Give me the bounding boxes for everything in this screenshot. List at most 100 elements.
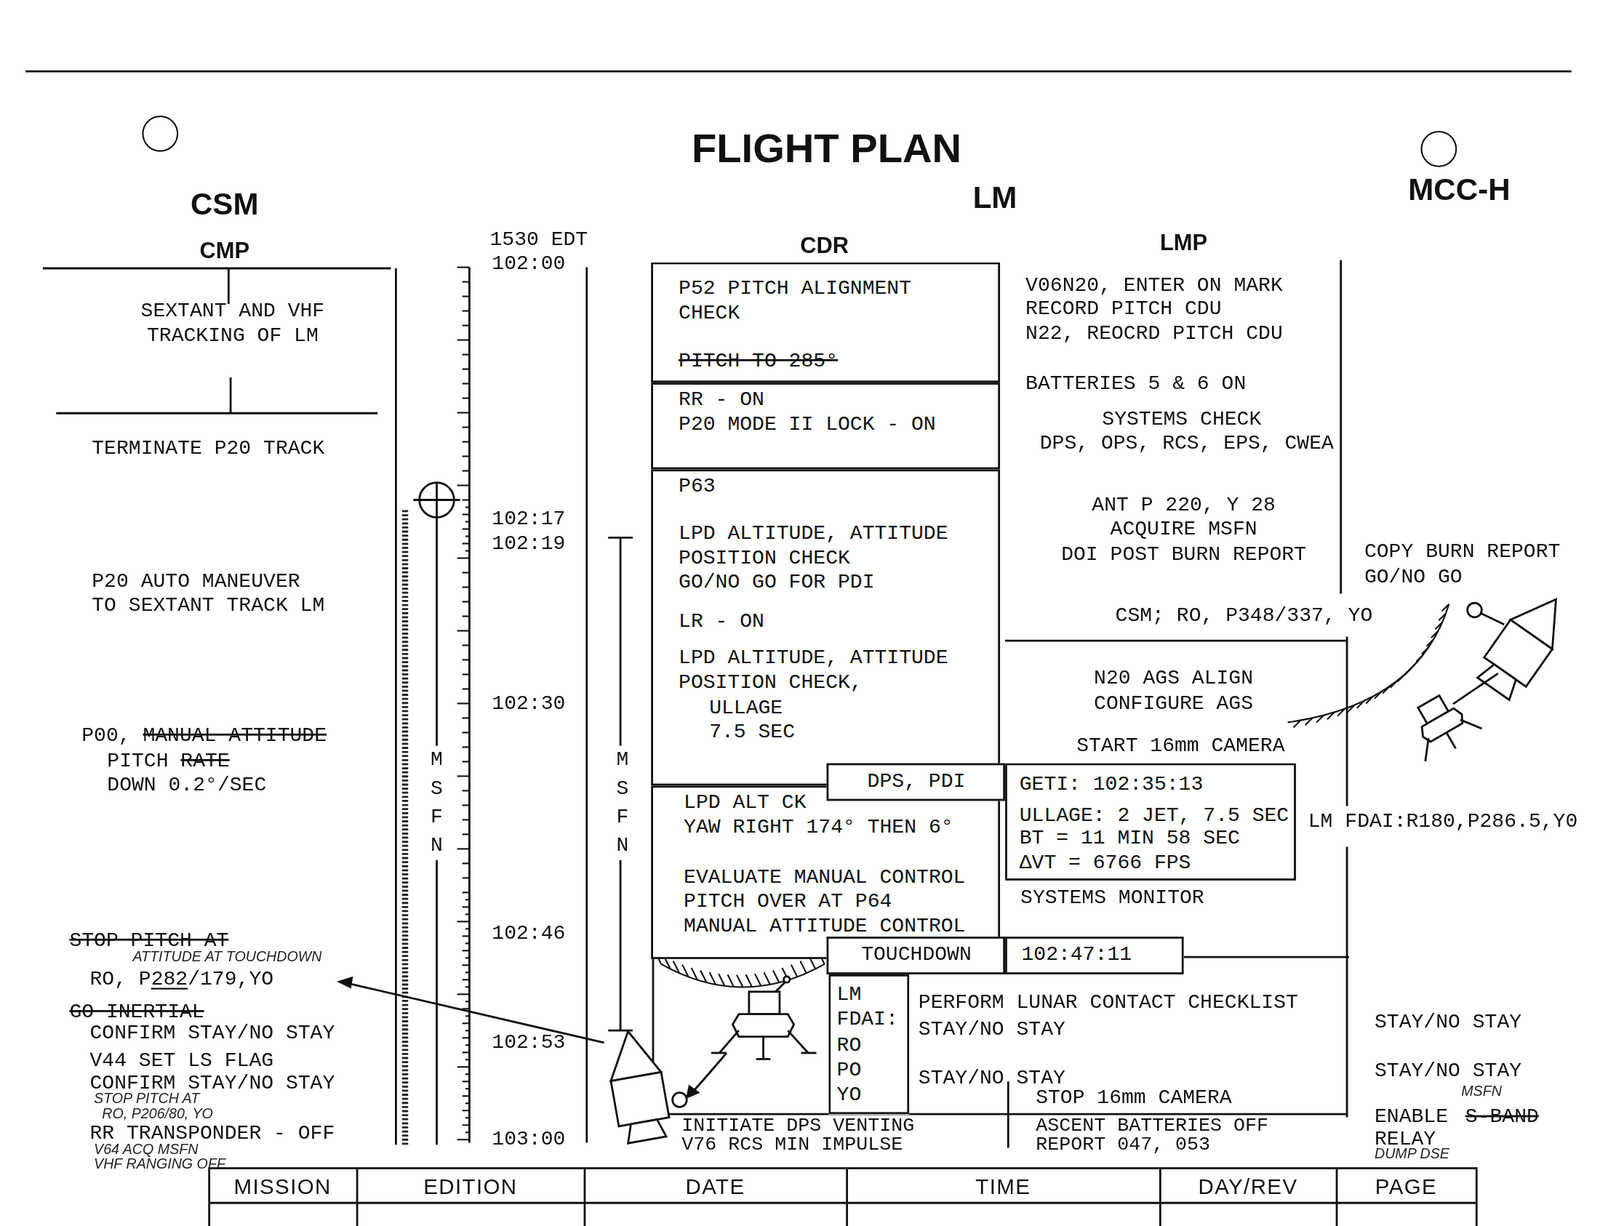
plan-entry: SYSTEMS CHECK xyxy=(1101,407,1262,432)
lunar-horizon-hatch xyxy=(1347,705,1355,713)
box-text: DPS, PDI xyxy=(867,769,966,795)
hatched-strip xyxy=(402,510,408,1146)
time-scale-tick xyxy=(462,717,470,719)
handwritten-note: V64 ACQ MSFN xyxy=(93,1141,198,1158)
plan-entry: ANT P 220, Y 28 xyxy=(1091,493,1276,518)
plan-entry: P00, xyxy=(81,723,131,749)
time-scale-tick xyxy=(462,891,470,894)
time-scale-tick xyxy=(457,702,470,704)
plan-box: GETI: 102:35:13ULLAGE: 2 JET, 7.5 SECBT … xyxy=(1005,763,1296,881)
time-scale-tick xyxy=(462,673,470,675)
time-scale-tick xyxy=(462,978,470,981)
lunar-surface-hatch xyxy=(746,974,752,987)
plan-entry: CONFIRM STAY/NO STAY xyxy=(89,1021,335,1047)
rule-line xyxy=(229,377,232,414)
plan-box: RR - ONP20 MODE II LOCK - ON xyxy=(650,382,1000,470)
time-scale-tick xyxy=(457,1138,470,1141)
time-scale-tick xyxy=(465,1088,470,1090)
time-scale-tick xyxy=(465,971,470,974)
lm-on-surface xyxy=(762,1037,765,1060)
time-scale-tick xyxy=(462,949,470,952)
rule-line xyxy=(42,267,391,270)
table-header: PAGE xyxy=(1375,1173,1438,1200)
time-scale-tick xyxy=(462,964,470,966)
box-text: LPD ALT CK xyxy=(683,790,806,816)
table-header: MISSION xyxy=(234,1173,332,1200)
time-scale-tick xyxy=(462,528,470,530)
box-text: ULLAGE: 2 JET, 7.5 SEC xyxy=(1019,804,1289,830)
time-scale-tick xyxy=(462,746,470,748)
lunar-horizon-hatch xyxy=(1365,696,1374,704)
lunar-horizon-hatch xyxy=(1416,654,1424,662)
time-scale-tick xyxy=(457,1066,470,1068)
time-scale-tick xyxy=(462,296,470,298)
plan-entry: GO/NO GO xyxy=(1364,565,1463,590)
plan-entry: MANUAL ATTITUDE xyxy=(142,723,327,749)
time-scale-tick xyxy=(462,818,470,821)
title-block-grid xyxy=(209,1168,1478,1226)
table-header: TIME xyxy=(975,1173,1031,1200)
box-text: GO/NO GO FOR PDI xyxy=(678,570,875,595)
time-scale-tick xyxy=(462,571,470,574)
handwritten-note: ATTITUDE AT TOUCHDOWN xyxy=(132,949,322,965)
time-scale-tick xyxy=(462,1109,470,1112)
box-text: MANUAL ATTITUDE CONTROL xyxy=(683,914,966,939)
lm-on-surface xyxy=(719,1030,739,1054)
plan-box: DPS, PDI xyxy=(826,763,1006,802)
time-scale-tick xyxy=(462,513,470,515)
handwritten-note: DUMP DSE xyxy=(1374,1146,1450,1162)
binder-hole xyxy=(142,116,178,152)
plan-entry: CONFIGURE AGS xyxy=(1093,691,1254,717)
plan-entry: TERMINATE P20 TRACK xyxy=(91,437,325,462)
time-scale-tick xyxy=(462,789,470,792)
plan-box: TOUCHDOWN xyxy=(826,936,1006,975)
lunar-horizon-hatch xyxy=(1438,613,1446,621)
section-header: MCC-H xyxy=(1408,171,1510,209)
rule-line xyxy=(608,536,633,539)
plan-entry: PERFORM LUNAR CONTACT CHECKLIST xyxy=(918,990,1299,1016)
time-scale-tick xyxy=(462,455,470,457)
handwritten-note: MSFN xyxy=(1461,1083,1502,1099)
plan-box: LM FDAI:RO PO YO xyxy=(828,974,910,1115)
time-scale-tick xyxy=(462,1095,470,1097)
handwritten-note: RO, P206/80, YO xyxy=(101,1106,214,1122)
csm-in-orbit xyxy=(1477,661,1522,701)
box-text: 102:47:11 xyxy=(1021,942,1133,968)
plan-entry: RO, P282/179,YO xyxy=(89,967,274,992)
crew-header: LMP xyxy=(1160,229,1208,256)
time-scale-tick xyxy=(462,731,470,734)
time-scale-tick xyxy=(462,586,470,588)
lm-on-surface xyxy=(711,976,817,1060)
plan-entry: 102:46 xyxy=(491,921,566,947)
time-scale-tick xyxy=(462,440,470,443)
plan-box: 102:47:11 xyxy=(1005,936,1184,975)
plan-entry: 1530 EDT xyxy=(489,227,588,253)
crew-header: CMP xyxy=(199,237,250,264)
time-scale-tick xyxy=(462,426,470,428)
lm-on-surface xyxy=(800,1052,816,1055)
plan-entry: S-BAND xyxy=(1465,1105,1539,1131)
time-scale-tick xyxy=(462,658,470,661)
lunar-surface-hatch xyxy=(773,970,779,983)
box-text: LPD ALTITUDE, ATTITUDE POSITION CHECK, xyxy=(678,645,953,695)
handwritten-note: VHF RANGING OFF xyxy=(93,1156,226,1172)
time-scale-tick xyxy=(462,1022,470,1024)
rule-line xyxy=(1007,1081,1010,1148)
plan-box: P63LPD ALTITUDE, ATTITUDE POSITION CHECK… xyxy=(650,469,1000,786)
plan-entry: DOI POST BURN REPORT xyxy=(1061,542,1307,568)
csm-in-orbit xyxy=(1480,613,1504,624)
lm-descending xyxy=(1453,673,1499,704)
lunar-surface-hatch xyxy=(728,974,734,987)
time-scale-tick xyxy=(462,542,470,544)
time-scale-tick xyxy=(465,986,470,988)
plan-entry: N20 AGS ALIGN xyxy=(1093,666,1254,691)
title-block-grid xyxy=(209,1168,1478,1226)
time-scale-tick xyxy=(462,906,470,908)
tracking-crosshair xyxy=(413,482,461,518)
plan-entry: START 16mm CAMERA xyxy=(1076,733,1285,759)
box-text: PITCH OVER AT P64 xyxy=(683,890,892,915)
plan-entry: 102:17 xyxy=(491,506,566,532)
time-scale-tick xyxy=(457,266,470,269)
lunar-horizon-hatch xyxy=(1442,604,1450,612)
